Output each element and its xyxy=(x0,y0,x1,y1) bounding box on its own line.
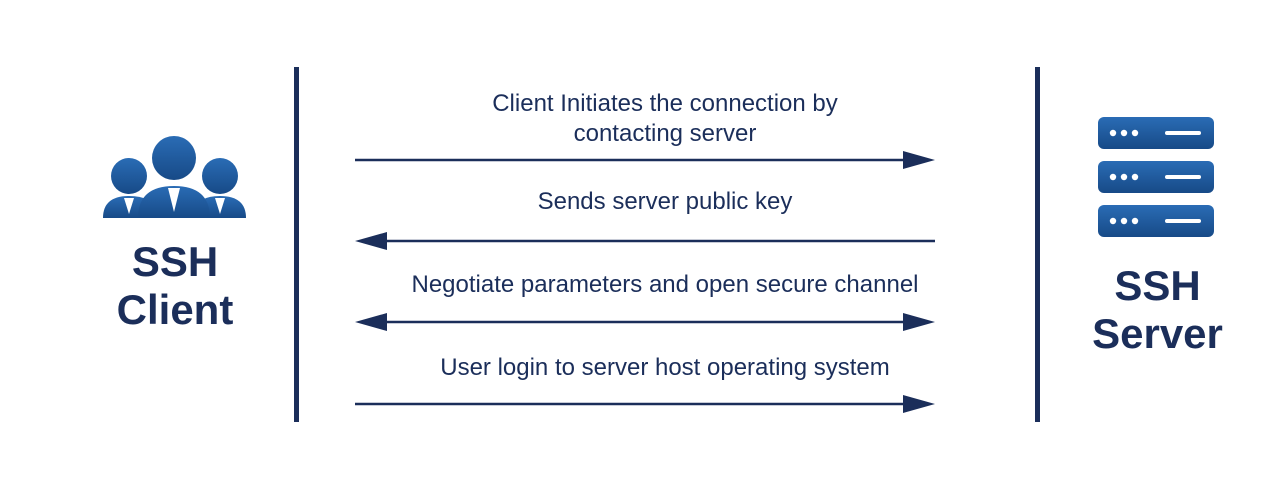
server-lifeline xyxy=(1035,67,1040,422)
server-title-line1: SSH xyxy=(1114,262,1201,309)
message-line: contacting server xyxy=(573,120,757,147)
client-title-line2: Client xyxy=(116,286,234,333)
client-title-line1: SSH xyxy=(131,238,219,285)
message-user-login: User login to server host operating syst… xyxy=(340,353,990,383)
client-lifeline xyxy=(294,67,299,422)
users-group-icon xyxy=(103,136,246,218)
arrow-bidirectional xyxy=(355,313,935,331)
message-send-public-key: Sends server public key xyxy=(340,187,990,217)
message-negotiate-parameters: Negotiate parameters and open secure cha… xyxy=(340,270,990,300)
server-unit xyxy=(1098,205,1214,237)
client-title: SSH Client xyxy=(80,238,270,334)
server-rack-icon xyxy=(1098,117,1214,237)
arrow-server-to-client xyxy=(355,232,935,250)
server-title: SSH Server xyxy=(1065,262,1250,358)
server-title-line2: Server xyxy=(1092,310,1223,357)
message-line: Client Initiates the connection by xyxy=(492,90,838,117)
server-unit xyxy=(1098,161,1214,193)
server-unit xyxy=(1098,117,1214,149)
message-line: Sends server public key xyxy=(537,188,793,215)
message-initiate-connection: Client Initiates the connection by conta… xyxy=(340,89,990,149)
message-line: User login to server host operating syst… xyxy=(440,354,890,381)
arrow-client-to-server-2 xyxy=(355,395,935,413)
arrow-client-to-server-1 xyxy=(355,151,935,169)
message-line: Negotiate parameters and open secure cha… xyxy=(411,271,919,298)
